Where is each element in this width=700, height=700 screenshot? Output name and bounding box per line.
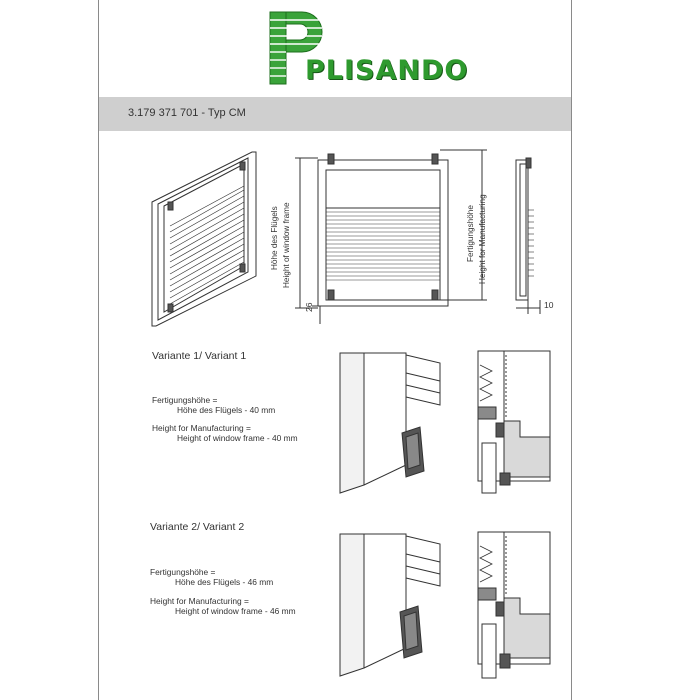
side-view-drawing — [515, 157, 541, 314]
dim-10: 10 — [544, 300, 554, 310]
left-dim-label-de: Höhe des Flügels — [270, 206, 279, 270]
variant1-title: Variante 1/ Variant 1 — [152, 350, 247, 362]
variant1-line1: Fertigungshöhe = — [152, 395, 218, 405]
variant2-perspective-detail — [339, 533, 441, 677]
dim-26: 26 — [304, 302, 314, 312]
variant2-title: Variante 2/ Variant 2 — [150, 521, 245, 533]
product-code: 3.179 371 701 - Typ CM — [128, 107, 246, 119]
variant2-line1: Fertigungshöhe = — [150, 567, 216, 577]
variant1-line3: Height for Manufacturing = — [152, 423, 251, 433]
variant1-perspective-detail — [339, 352, 441, 494]
front-view-drawing — [295, 149, 487, 324]
variant1-line2: Höhe des Flügels - 40 mm — [177, 405, 276, 415]
variant1-line4: Height of window frame - 40 mm — [177, 433, 298, 443]
variant2-section-detail — [477, 531, 551, 679]
overview-drawings — [151, 149, 541, 327]
variant2-line2: Höhe des Flügels - 46 mm — [175, 577, 274, 587]
left-dim-label-en: Height of window frame — [282, 202, 291, 288]
plisando-logo — [269, 11, 323, 85]
header-band — [99, 97, 571, 131]
variant2-drawings — [339, 531, 551, 679]
variant1-drawings — [339, 350, 551, 494]
logo-wordmark: PLISANDO — [305, 55, 469, 86]
variant1-section-detail — [477, 350, 551, 494]
right-dim-label-en: Height for Manufacturing — [478, 194, 487, 284]
variant2-line4: Height of window frame - 46 mm — [175, 606, 296, 616]
variant2-line3: Height for Manufacturing = — [150, 596, 249, 606]
perspective-blind-drawing — [151, 151, 257, 327]
right-dim-label-de: Fertigungshöhe — [466, 205, 475, 262]
